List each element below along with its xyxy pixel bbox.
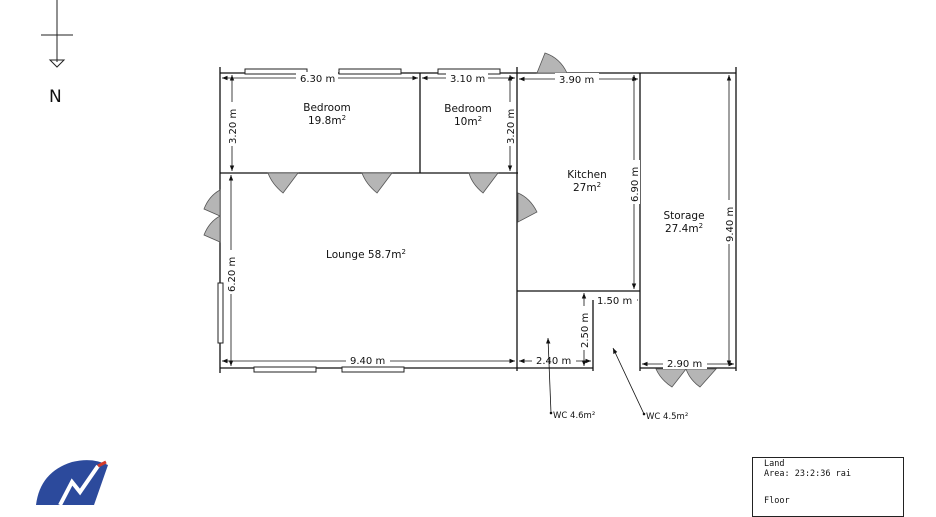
wc2-label: WC 4.5m² [646, 412, 688, 422]
north-arrow-icon [41, 0, 73, 68]
dim-lounge-height: 6.20 m [227, 257, 238, 292]
room-lounge-label: Lounge 58.7m2 [326, 248, 406, 261]
door-lounge-west-a-icon [203, 189, 221, 217]
door-storage-b-icon [685, 368, 717, 388]
land-heading: Land [764, 459, 785, 469]
room-kitchen-area: 27m2 [573, 181, 601, 194]
room-bedroom2-name: Bedroom [444, 103, 492, 115]
land-area: Area: 23:2:36 rai [764, 469, 851, 479]
doors [203, 52, 717, 388]
door-kitchen-icon [517, 192, 538, 223]
room-kitchen-name: Kitchen [567, 169, 606, 181]
door-bedroom1b-icon [361, 172, 393, 194]
dim-wc-height: 2.50 m [580, 313, 591, 348]
dim-kitchen-height: 6.90 m [630, 167, 641, 202]
windows [217, 68, 501, 373]
door-entry-icon [536, 52, 568, 74]
dim-kitchen-width: 3.90 m [559, 75, 594, 86]
dim-wc2-width: 1.50 m [597, 296, 632, 307]
room-bedroom2-area: 10m2 [454, 115, 482, 128]
wc-leaders [545, 337, 646, 416]
dim-bedroom2-height: 3.20 m [506, 109, 517, 144]
dim-bedroom1-width: 6.30 m [300, 74, 335, 85]
dim-bedroom1-height: 3.20 m [228, 109, 239, 144]
room-labels: Bedroom 19.8m2 Bedroom 10m2 Kitchen 27m2… [303, 102, 704, 261]
room-bedroom1-name: Bedroom [303, 102, 351, 114]
room-storage-area: 27.4m2 [665, 222, 703, 235]
dim-bedroom2-width: 3.10 m [450, 74, 485, 85]
dim-storage-width: 2.90 m [667, 359, 702, 370]
wc1-label: WC 4.6m² [553, 411, 595, 421]
company-logo-icon [36, 460, 108, 505]
door-bedroom2-icon [468, 172, 499, 194]
dim-wc1-width: 2.40 m [536, 356, 571, 367]
door-storage-a-icon [655, 368, 687, 388]
dim-storage-height: 9.40 m [725, 207, 736, 242]
north-label: N [49, 87, 62, 107]
info-box: Land Area: 23:2:36 rai Floor [752, 457, 904, 517]
room-storage-name: Storage [663, 210, 704, 222]
floor-plan: N [36, 0, 737, 505]
dim-lounge-width: 9.40 m [350, 356, 385, 367]
floor-heading: Floor [764, 496, 790, 506]
room-bedroom1-area: 19.8m2 [308, 114, 346, 127]
door-bedroom1-icon [267, 172, 299, 194]
dimension-labels: 6.30 m 3.10 m 3.90 m 9.40 m 2.40 m 1.50 … [225, 72, 736, 370]
door-lounge-west-b-icon [203, 215, 221, 243]
